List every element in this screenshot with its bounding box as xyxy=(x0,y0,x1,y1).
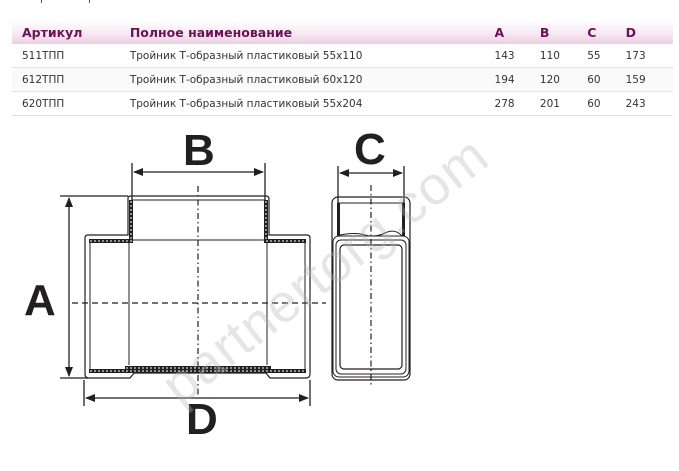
header-article: Артикул xyxy=(12,20,130,44)
cell-a: 278 xyxy=(494,91,540,116)
dimension-label-a: A xyxy=(24,276,56,325)
cell-d: 243 xyxy=(625,91,673,116)
product-spec-table: Артикул Полное наименование A B C D 511Т… xyxy=(12,20,673,116)
table-row: 612ТПП Тройник Т-образный пластиковый 60… xyxy=(12,67,673,92)
dimension-label-c: C xyxy=(354,125,386,174)
cell-article: 612ТПП xyxy=(12,67,130,92)
cell-c: 60 xyxy=(587,67,626,92)
cell-name: Тройник Т-образный пластиковый 60x120 xyxy=(129,67,495,92)
table-row: 620ТПП Тройник Т-образный пластиковый 55… xyxy=(12,91,673,116)
header-b: B xyxy=(539,20,588,44)
cell-name: Тройник Т-образный пластиковый 55x110 xyxy=(129,44,495,68)
cell-name: Тройник Т-образный пластиковый 55x204 xyxy=(129,91,495,116)
header-a: A xyxy=(494,20,540,44)
cell-b: 120 xyxy=(539,67,588,92)
cropped-top-text xyxy=(0,0,679,6)
table-row: 511ТПП Тройник Т-образный пластиковый 55… xyxy=(12,44,673,68)
cell-d: 173 xyxy=(625,44,673,68)
cell-c: 55 xyxy=(587,44,626,68)
header-name: Полное наименование xyxy=(129,20,495,44)
cell-a: 194 xyxy=(494,67,540,92)
table-header-row: Артикул Полное наименование A B C D xyxy=(12,20,673,44)
tee-drawing-svg xyxy=(60,163,411,406)
tee-dimension-drawing: B A D C partnertorg.com xyxy=(0,118,679,467)
header-c: C xyxy=(587,20,626,44)
cell-article: 620ТПП xyxy=(12,91,130,116)
cell-b: 110 xyxy=(539,44,588,68)
dimension-label-b: B xyxy=(183,126,215,175)
cell-b: 201 xyxy=(539,91,588,116)
header-d: D xyxy=(625,20,673,44)
cell-d: 159 xyxy=(625,67,673,92)
cell-article: 511ТПП xyxy=(12,44,130,68)
dimension-label-d: D xyxy=(186,395,218,444)
cell-a: 143 xyxy=(494,44,540,68)
cell-c: 60 xyxy=(587,91,626,116)
